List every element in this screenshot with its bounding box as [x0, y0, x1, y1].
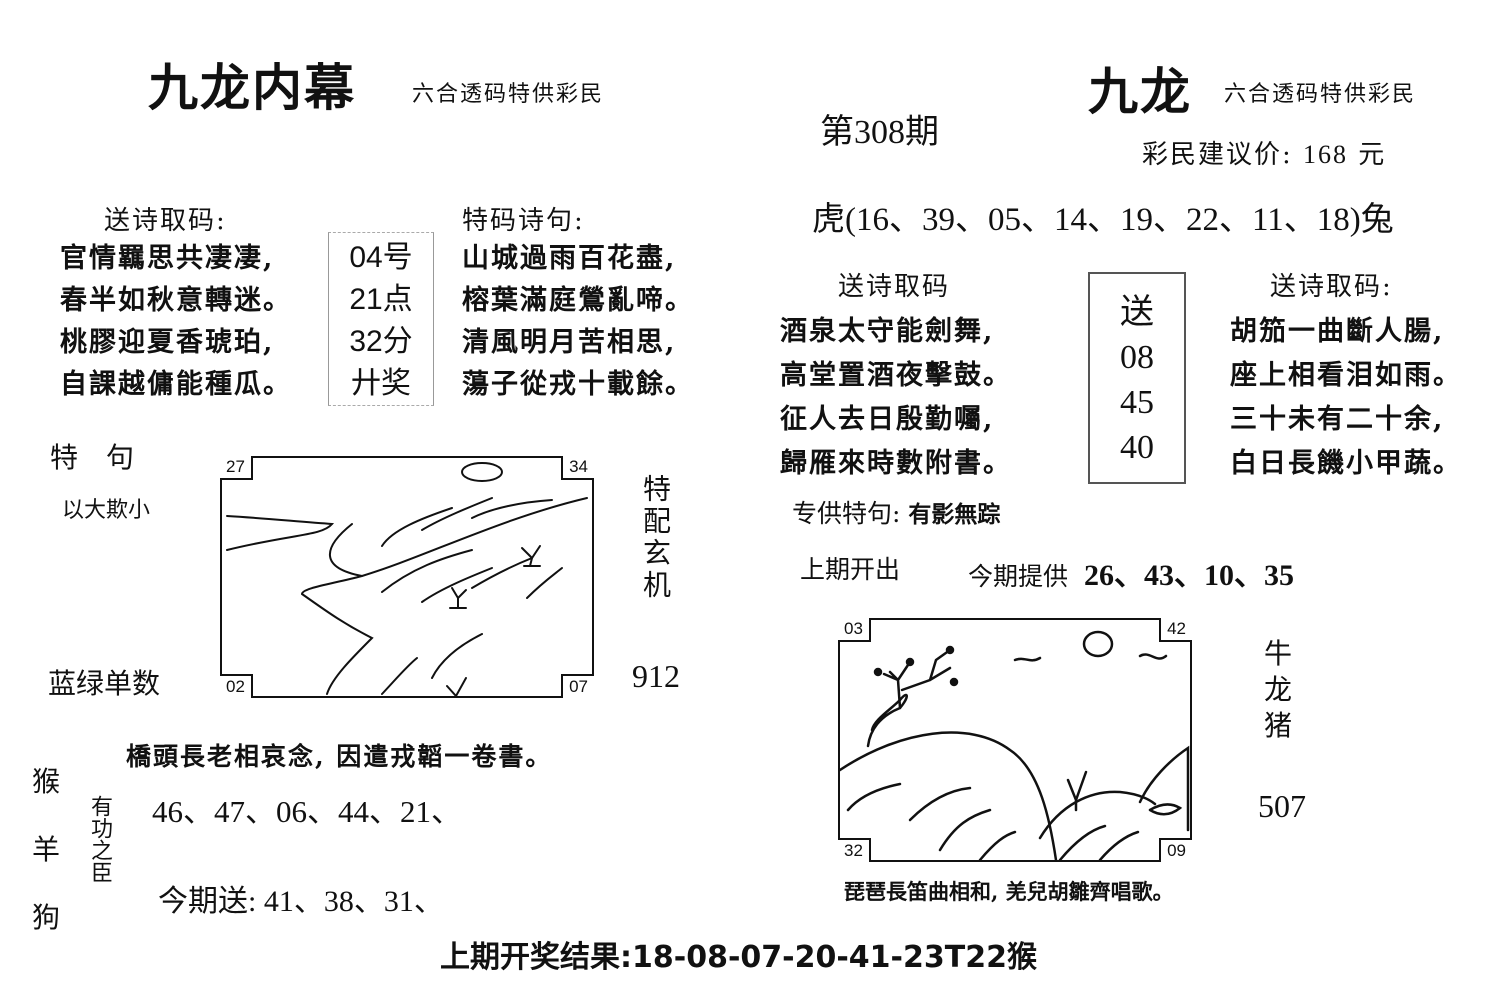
special-phrase-value: 有影無踪 — [908, 501, 1001, 528]
code-item: 45 — [1120, 384, 1154, 421]
corner-number: 27 — [220, 456, 253, 480]
zodiac: 猴 — [32, 765, 61, 798]
left-zodiacs-vertical: 猴 羊 狗 — [32, 748, 60, 952]
poem-line: 清風明月苦相思, — [462, 327, 677, 358]
left-color-hint: 蓝绿单数 — [48, 667, 161, 700]
left-bottom-poem: 橋頭長老相哀念, 因遣戎韜一卷書。 — [126, 742, 553, 771]
merit-label: 有功之臣 — [87, 795, 112, 883]
right-caption: 琵琶長笛曲相和, 羌兒胡雛齊唱歌。 — [844, 879, 1174, 904]
left-special-phrase-value: 以大欺小 — [62, 498, 151, 523]
right-send-poem-left-heading: 送诗取码 — [838, 272, 951, 302]
corner-number: 03 — [838, 618, 871, 642]
today-send-row: 今期送: 41、38、31、 — [158, 885, 444, 918]
price-label: 彩民建议价: — [1142, 140, 1293, 170]
code-item: 08 — [1120, 339, 1154, 376]
code-item: 廾奖 — [351, 367, 411, 400]
right-send-poem-right-heading: 送诗取码: — [1270, 272, 1393, 302]
code-item: 40 — [1120, 429, 1154, 466]
last-issue-label: 上期开出 — [800, 555, 901, 584]
right-special-phrase-row: 专供特句: 有影無踪 — [792, 494, 1000, 530]
right-code-box: 送 08 45 40 — [1088, 272, 1186, 484]
poem-line: 官情羈思共凄凄, — [60, 243, 275, 274]
right-title: 九龙 — [1088, 62, 1192, 121]
last-draw-value: 18-08-07-20-41-23T22猴 — [632, 940, 1037, 975]
left-send-poem-heading: 送诗取码: — [104, 206, 227, 236]
code-item: 送 — [1120, 294, 1154, 331]
landscape-sketch-icon — [226, 462, 588, 697]
right-send-poem-right: 胡笳一曲斷人腸, 座上相看泪如雨。 三十未有二十余, 白日長饑小甲蔬。 — [1230, 310, 1462, 486]
poem-line: 山城過雨百花盡, — [462, 243, 677, 274]
corner-number: 34 — [561, 456, 594, 480]
zodiac: 猪 — [1264, 709, 1293, 742]
poem-line: 高堂置酒夜擊鼓。 — [780, 360, 1012, 391]
poem-line: 三十未有二十余, — [1230, 404, 1445, 435]
poem-line: 胡笳一曲斷人腸, — [1230, 316, 1445, 347]
left-side-vertical-text: 特配玄机 — [639, 474, 672, 602]
left-sketch-image: 27 34 02 07 — [220, 456, 594, 698]
poem-line: 榕葉滿庭鶯亂啼。 — [462, 285, 694, 316]
code-item: 21点 — [349, 283, 413, 316]
price-value: 168 — [1303, 140, 1349, 169]
left-code-box: 04号 21点 32分 廾奖 — [328, 232, 434, 406]
code-item: 32分 — [349, 325, 413, 358]
left-special-poem-heading: 特码诗句: — [462, 206, 585, 236]
right-subtitle: 六合透码特供彩民 — [1224, 82, 1417, 107]
left-special-poem: 山城過雨百花盡, 榕葉滿庭鶯亂啼。 清風明月苦相思, 蕩子從戎十載餘。 — [462, 238, 694, 406]
right-side-number: 507 — [1258, 788, 1306, 824]
zodiac: 羊 — [32, 833, 61, 866]
special-phrase-label: 专供特句: — [792, 499, 901, 528]
zodiac: 狗 — [32, 901, 61, 934]
poem-line: 桃膠迎夏香琥珀, — [60, 327, 275, 358]
right-send-poem-left: 酒泉太守能劍舞, 高堂置酒夜擊鼓。 征人去日殷勤囑, 歸雁來時數附書。 — [780, 310, 1012, 486]
today-send-label: 今期送: — [158, 885, 257, 918]
zodiac: 龙 — [1264, 673, 1293, 706]
last-draw-label: 上期开奖结果: — [440, 940, 632, 975]
left-numbers-row: 46、47、06、44、21、 — [152, 794, 462, 829]
poem-line: 座上相看泪如雨。 — [1230, 360, 1462, 391]
left-send-poem: 官情羈思共凄凄, 春半如秋意轉迷。 桃膠迎夏香琥珀, 自課越傭能種瓜。 — [60, 238, 292, 406]
right-sketch-image: 03 42 32 09 — [838, 618, 1192, 862]
code-item: 04号 — [349, 241, 413, 274]
corner-number: 32 — [838, 838, 871, 862]
left-subtitle: 六合透码特供彩民 — [412, 82, 605, 107]
corner-number: 02 — [220, 674, 253, 698]
corner-number: 42 — [1159, 618, 1192, 642]
poem-line: 春半如秋意轉迷。 — [60, 285, 292, 316]
corner-number: 07 — [561, 674, 594, 698]
today-provide-numbers: 26、43、10、35 — [1083, 559, 1294, 592]
right-side-zodiacs: 牛 龙 猪 — [1264, 636, 1292, 744]
today-provide-row: 今期提供 26、43、10、35 — [968, 550, 1294, 594]
poem-line: 歸雁來時數附書。 — [780, 448, 1012, 479]
left-side-number: 912 — [632, 658, 680, 694]
hills-tree-sketch-icon — [838, 630, 1190, 862]
zodiac: 牛 — [1264, 637, 1293, 670]
zodiac-range-row: 虎(16、39、05、14、19、22、11、18)兔 — [812, 202, 1394, 238]
price-row: 彩民建议价: 168 元 — [1142, 134, 1386, 171]
issue-number: 第308期 — [820, 114, 939, 151]
corner-number: 09 — [1159, 838, 1192, 862]
left-title: 九龙内幕 — [148, 58, 356, 117]
poem-line: 自課越傭能種瓜。 — [60, 369, 292, 400]
today-provide-label: 今期提供 — [968, 562, 1069, 591]
poem-line: 白日長饑小甲蔬。 — [1230, 448, 1462, 479]
poem-line: 征人去日殷勤囑, — [780, 404, 995, 435]
left-special-phrase-label: 特 句 — [50, 441, 135, 474]
poem-line: 酒泉太守能劍舞, — [780, 316, 995, 347]
last-draw-result: 上期开奖结果:18-08-07-20-41-23T22猴 — [440, 932, 1037, 976]
poem-line: 蕩子從戎十載餘。 — [462, 369, 694, 400]
price-unit: 元 — [1358, 140, 1387, 170]
